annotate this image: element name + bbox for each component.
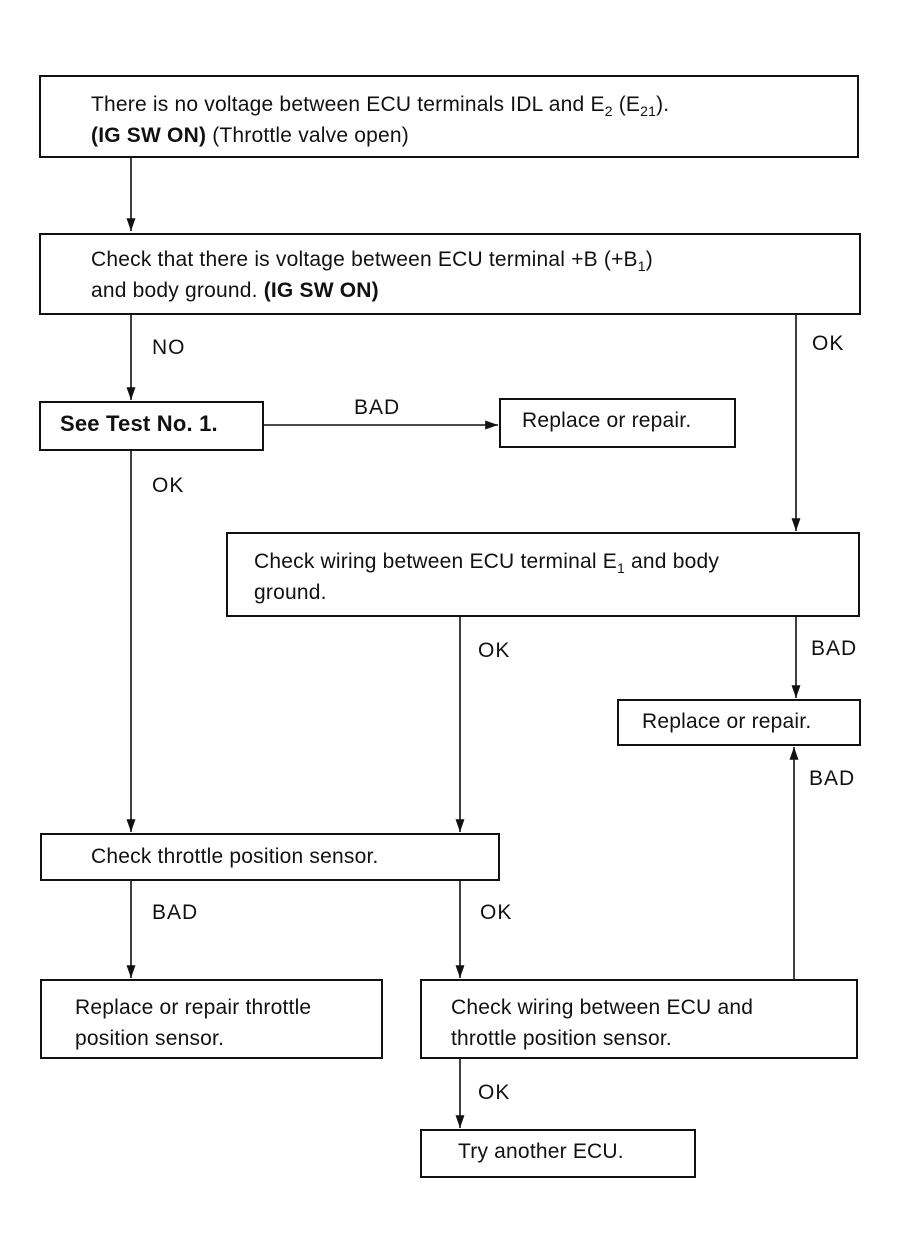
check-wiring-e1-sub: 1 (616, 560, 625, 576)
check-voltage-text-b: ) (645, 248, 653, 271)
check-wiring-e1-line2: ground. (254, 581, 327, 604)
start-sub-a: 2 (604, 103, 613, 119)
edge-label-ok-test1: OK (152, 474, 185, 497)
check-wiring-tps-box: Check wiring between ECU and throttle po… (420, 979, 858, 1059)
replace-repair-box-2: Replace or repair. (617, 699, 861, 746)
edge-label-ok-right: OK (812, 332, 845, 355)
replace-throttle-sensor-line1: Replace or repair throttle (75, 996, 312, 1019)
check-wiring-tps-line2: throttle position sensor. (451, 1027, 672, 1050)
replace-throttle-sensor-box: Replace or repair throttle position sens… (40, 979, 383, 1059)
see-test-1-box: See Test No. 1. (39, 401, 264, 451)
check-voltage-line1: Check that there is voltage between ECU … (91, 244, 859, 275)
replace-throttle-sensor-line2: position sensor. (75, 1027, 225, 1050)
start-condition-line2: (IG SW ON) (Throttle valve open) (91, 120, 857, 151)
check-throttle-sensor-label: Check throttle position sensor. (91, 845, 379, 868)
start-text-b: (E (612, 93, 641, 116)
edge-label-bad-e1: BAD (811, 637, 858, 660)
replace-repair-2-label: Replace or repair. (642, 710, 812, 733)
try-another-ecu-box: Try another ECU. (420, 1129, 696, 1178)
start-bold: (IG SW ON) (91, 124, 207, 147)
start-text-d: (Throttle valve open) (206, 124, 409, 147)
edge-label-no: NO (152, 336, 186, 359)
edge-label-ok-tps: OK (480, 901, 513, 924)
edge-label-bad-tps: BAD (152, 901, 199, 924)
check-wiring-e1-text-b: and body (624, 550, 720, 573)
start-sub-b: 21 (640, 103, 657, 119)
check-wiring-e1-box: Check wiring between ECU terminal E1 and… (226, 532, 860, 617)
start-condition-box: There is no voltage between ECU terminal… (39, 75, 859, 158)
check-wiring-e1-line1: Check wiring between ECU terminal E1 and… (254, 546, 858, 577)
replace-repair-1-label: Replace or repair. (522, 409, 692, 432)
see-test-1-label: See Test No. 1. (60, 411, 218, 436)
check-wiring-tps-line1: Check wiring between ECU and (451, 996, 754, 1019)
edge-label-ok-final: OK (478, 1081, 511, 1104)
check-voltage-box: Check that there is voltage between ECU … (39, 233, 861, 315)
start-condition-line1: There is no voltage between ECU terminal… (91, 89, 857, 120)
check-voltage-text-a: Check that there is voltage between ECU … (91, 248, 638, 271)
edge-label-ok-e1: OK (478, 639, 511, 662)
check-voltage-line2: and body ground. (IG SW ON) (91, 275, 859, 306)
check-wiring-e1-text-a: Check wiring between ECU terminal E (254, 550, 617, 573)
edge-label-bad-tps-wiring: BAD (809, 767, 856, 790)
replace-repair-box-1: Replace or repair. (499, 398, 736, 448)
check-voltage-text-c: and body ground. (91, 279, 264, 302)
check-voltage-sub: 1 (637, 258, 646, 274)
start-text-c: ). (656, 93, 670, 116)
check-voltage-bold: (IG SW ON) (263, 279, 379, 302)
check-throttle-sensor-box: Check throttle position sensor. (40, 833, 500, 881)
try-another-ecu-label: Try another ECU. (458, 1140, 624, 1163)
edge-label-bad-test1: BAD (354, 396, 401, 419)
start-text-a: There is no voltage between ECU terminal… (91, 93, 605, 116)
